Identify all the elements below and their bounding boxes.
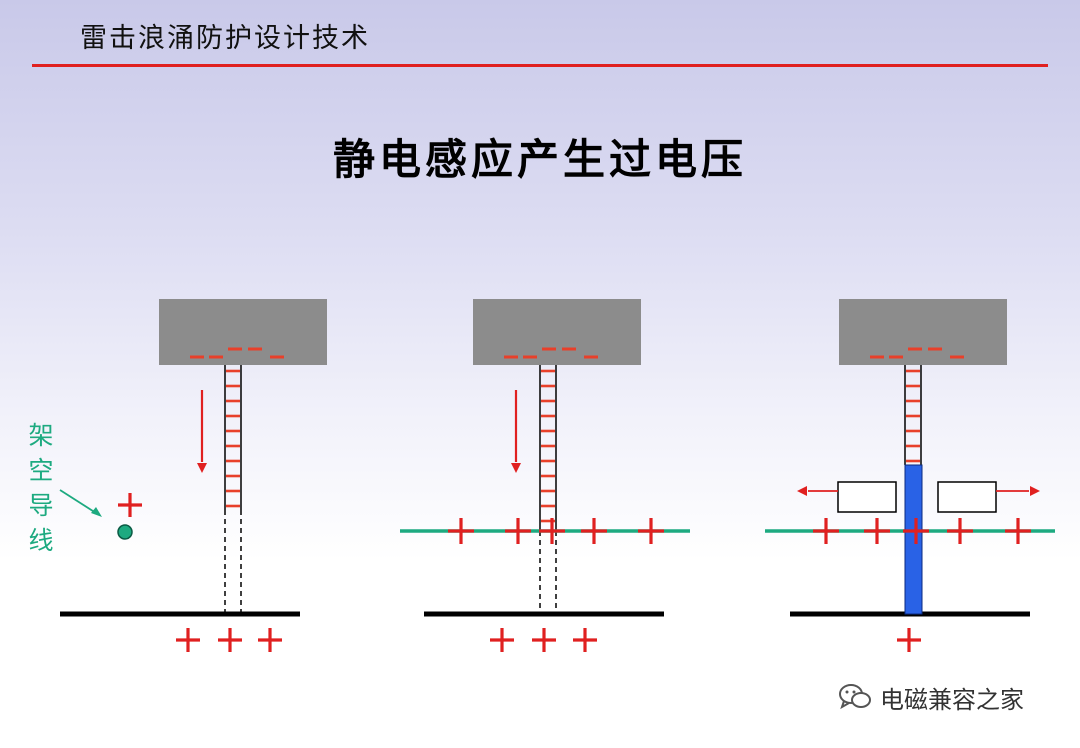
watermark-text: 电磁兼容之家: [880, 685, 1024, 714]
thundercloud: [159, 299, 327, 365]
thundercloud: [839, 299, 1007, 365]
label-pointer-arrowhead: [91, 507, 102, 517]
overhead-wire-label: 架 空 导 线: [24, 418, 58, 558]
surge-wave-block-left: [837, 481, 897, 513]
header-rule: [32, 64, 1048, 67]
label-char: 导: [28, 491, 54, 520]
leader-direction-arrowhead: [197, 463, 207, 473]
surge-arrowhead-left: [797, 486, 807, 496]
wechat-icon: [839, 684, 871, 710]
overhead-wire-cross-section: [117, 524, 133, 540]
return-stroke-discharge: [904, 464, 923, 615]
label-char: 空: [28, 456, 54, 485]
leader-direction-arrowhead: [511, 463, 521, 473]
label-char: 架: [28, 421, 54, 450]
label-pointer: [59, 489, 97, 514]
surge-arrowhead-right: [1030, 486, 1040, 496]
thundercloud: [473, 299, 641, 365]
watermark: 电磁兼容之家: [838, 680, 1024, 714]
page-title: 静电感应产生过电压: [332, 135, 747, 184]
label-char: 线: [28, 526, 54, 555]
surge-wave-block-right: [937, 481, 997, 513]
header-title: 雷击浪涌防护设计技术: [80, 23, 370, 54]
